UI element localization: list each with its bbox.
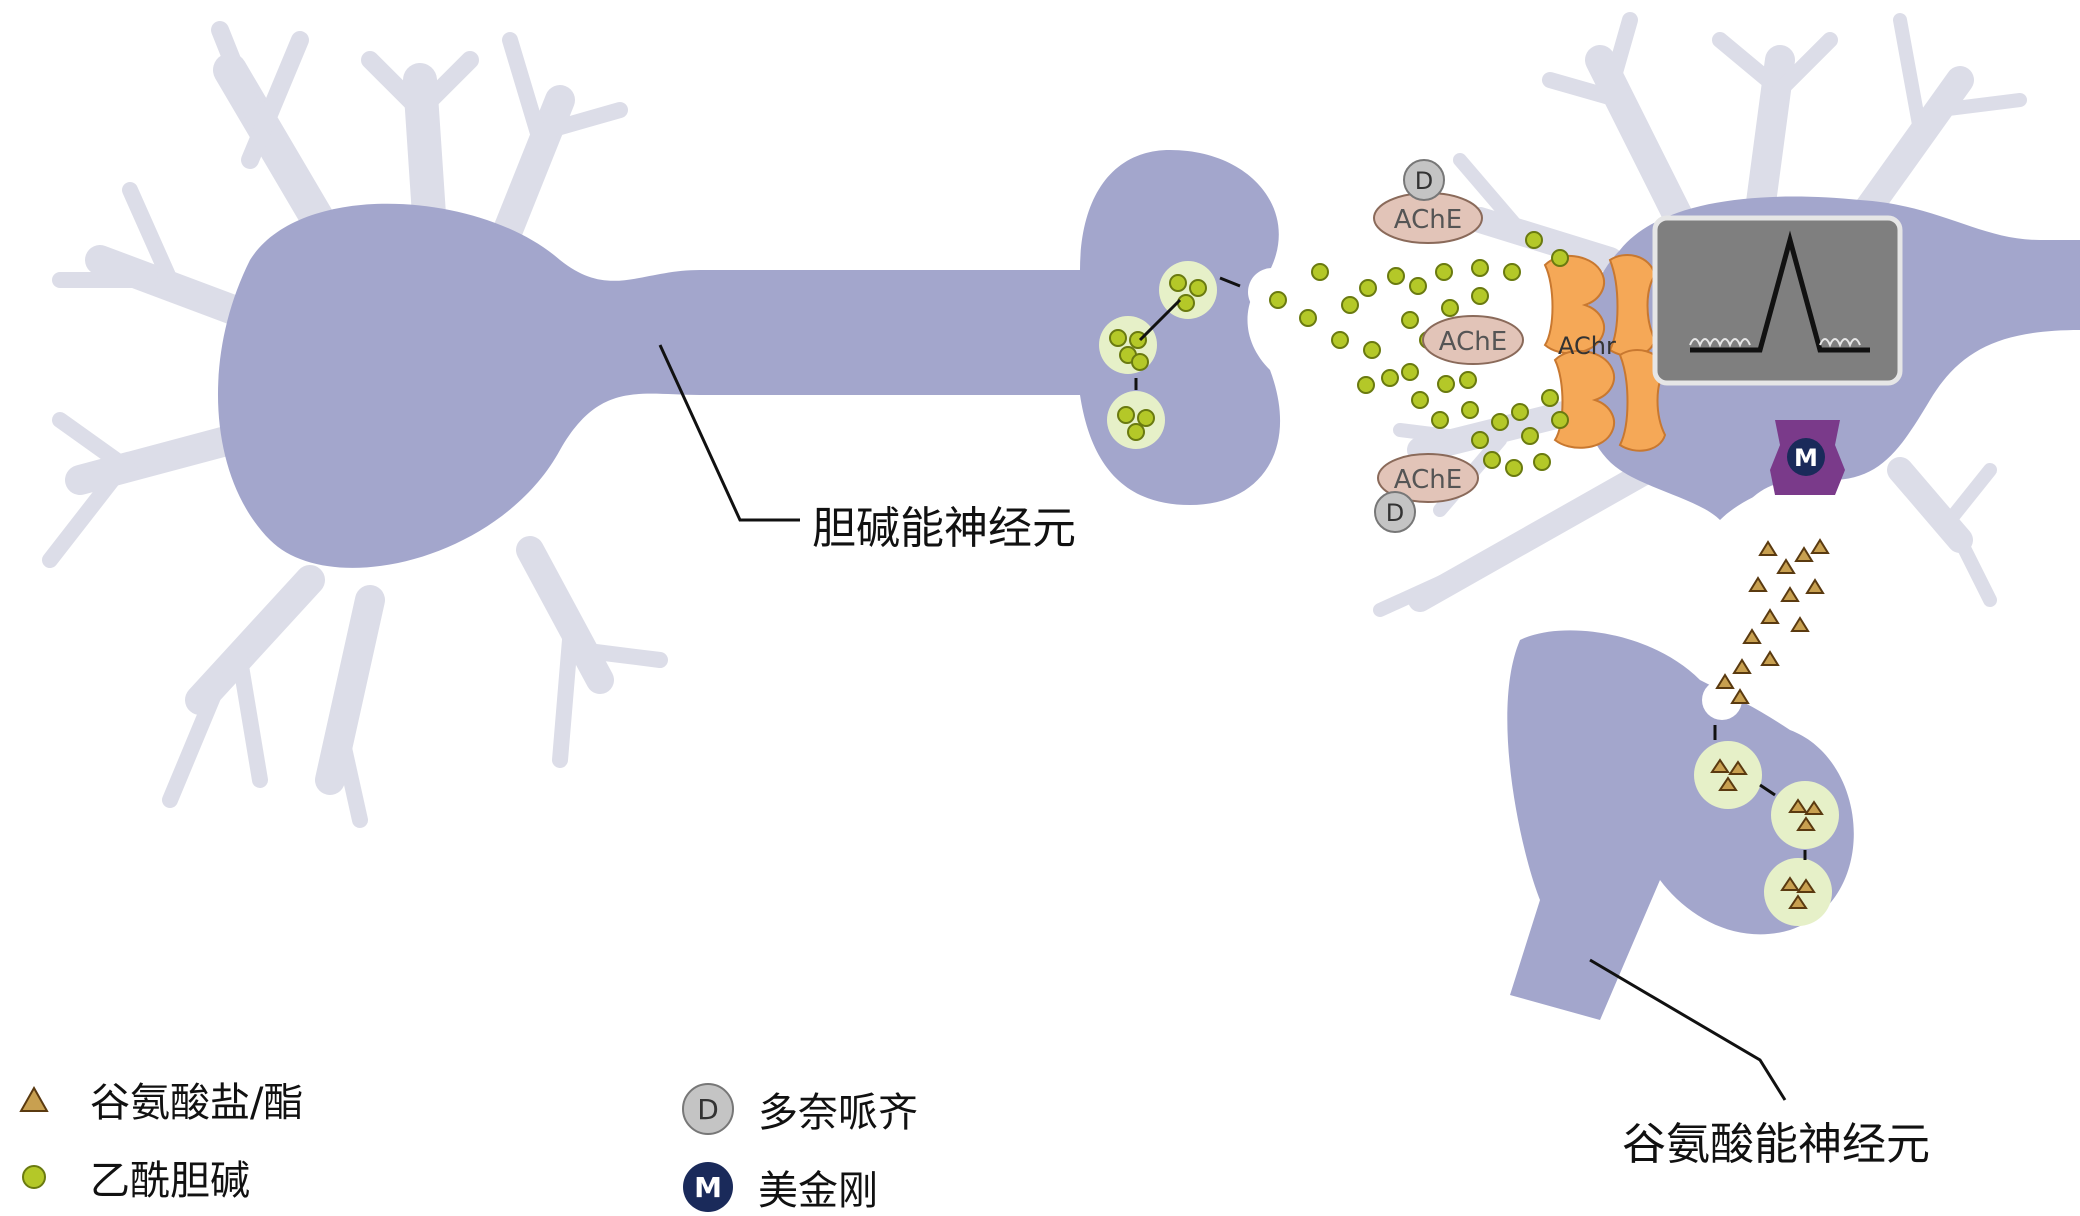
ache-enzymes: AChE AChE AChE (1373, 192, 1524, 503)
donepezil-molecules: D D (1374, 159, 1445, 533)
legend-item-glutamate: 谷氨酸盐/酯 (18, 1070, 303, 1128)
legend-item-donepezil: D 多奈哌齐 (680, 1080, 918, 1138)
cholinergic-neuron-label: 胆碱能神经元 (812, 503, 1076, 554)
acetylcholine-icon (22, 1165, 46, 1189)
ache-top: AChE (1373, 192, 1483, 244)
cholinergic-pointer (658, 344, 800, 522)
svg-text:D: D (1386, 499, 1404, 527)
action-potential-monitor (1652, 215, 1903, 386)
glutamatergic-neuron (1507, 630, 1854, 1101)
cholinergic-soma (217, 150, 1281, 568)
glutamate-icon (19, 1085, 49, 1112)
legend-item-memantine: M 美金刚 (680, 1158, 878, 1216)
svg-text:AChE: AChE (1439, 327, 1507, 357)
legend-label-donepezil: 多奈哌齐 (758, 1090, 918, 1136)
glutamatergic-neuron-label: 谷氨酸能神经元 (1622, 1119, 1930, 1170)
ache-middle: AChE (1422, 315, 1524, 365)
svg-text:AChE: AChE (1394, 205, 1462, 235)
legend-label-acetylcholine: 乙酰胆碱 (90, 1158, 250, 1204)
postsynaptic-neuron: AChr M (1373, 12, 2080, 724)
svg-text:AChE: AChE (1394, 465, 1462, 495)
legend-label-memantine: 美金刚 (758, 1168, 878, 1214)
memantine-icon (1787, 438, 1825, 476)
cholinergic-neuron (42, 21, 1296, 828)
donepezil-icon: D (682, 1083, 734, 1135)
glutamate-vesicles (1694, 725, 1839, 926)
donepezil-bottom: D (1374, 491, 1416, 533)
nmda-receptor: M (1770, 420, 1845, 495)
legend-item-acetylcholine: 乙酰胆碱 (18, 1148, 250, 1206)
action-potential-trace (1690, 230, 1870, 353)
ache-bottom: AChE (1377, 453, 1479, 503)
cholinergic-dendrites (42, 21, 668, 828)
svg-text:D: D (697, 1093, 719, 1126)
memantine-legend-icon: M (683, 1162, 733, 1212)
svg-text:M: M (694, 1171, 722, 1204)
glutamate-molecules (1715, 538, 1830, 704)
glutamatergic-terminal (1507, 630, 1854, 1020)
donepezil-top: D (1403, 159, 1445, 201)
release-opening (1248, 268, 1296, 316)
ach-vesicles (1099, 261, 1241, 449)
glutamatergic-pointer (1589, 958, 1787, 1101)
achr-label: AChr (1558, 332, 1616, 360)
legend-label-glutamate: 谷氨酸盐/酯 (90, 1080, 304, 1126)
svg-text:D: D (1415, 167, 1433, 195)
svg-text:M: M (1794, 444, 1818, 472)
acetylcholine-molecules (1269, 231, 1569, 477)
